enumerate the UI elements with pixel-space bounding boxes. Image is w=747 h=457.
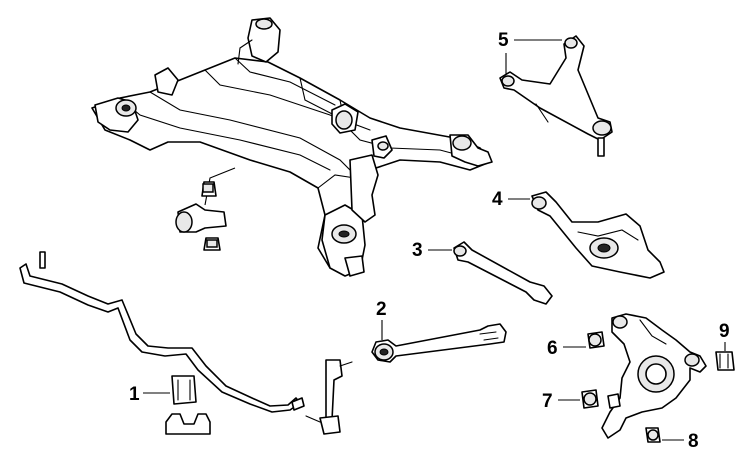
callout-6: 6 <box>547 338 586 359</box>
callout-label-8: 8 <box>688 431 699 452</box>
callout-label-2: 2 <box>376 299 387 320</box>
callout-label-6: 6 <box>547 338 558 359</box>
callout-3: 3 <box>412 240 452 261</box>
part-8-bushing <box>645 427 661 443</box>
callout-label-7: 7 <box>542 391 553 412</box>
callout-label-9: 9 <box>719 321 730 342</box>
callout-7: 7 <box>542 391 580 412</box>
callout-label-5: 5 <box>498 30 509 51</box>
part-2-lower-link <box>371 323 507 363</box>
callout-1: 1 <box>129 384 170 405</box>
callout-label-4: 4 <box>492 189 503 210</box>
callout-5: 5 <box>498 30 562 74</box>
stabilizer-bar <box>19 251 305 413</box>
part-4-lower-control-arm <box>531 191 665 279</box>
part-7-bushing <box>581 389 621 409</box>
part-3-lateral-link <box>453 241 553 305</box>
part-5-upper-control-arm <box>499 35 613 157</box>
subframe-mount-assembly <box>175 167 236 251</box>
rear-knuckle <box>601 313 707 439</box>
callout-2: 2 <box>376 299 387 340</box>
callout-4: 4 <box>492 189 530 210</box>
callout-label-1: 1 <box>129 384 140 405</box>
part-9-bushing <box>715 351 735 371</box>
callout-label-3: 3 <box>412 240 423 261</box>
rear-subframe <box>91 17 493 277</box>
callout-9: 9 <box>719 321 730 351</box>
stabilizer-link <box>305 359 353 435</box>
part-1-stabilizer-bushing <box>165 375 211 435</box>
part-6-bushing <box>587 331 605 349</box>
callout-8: 8 <box>662 431 699 452</box>
